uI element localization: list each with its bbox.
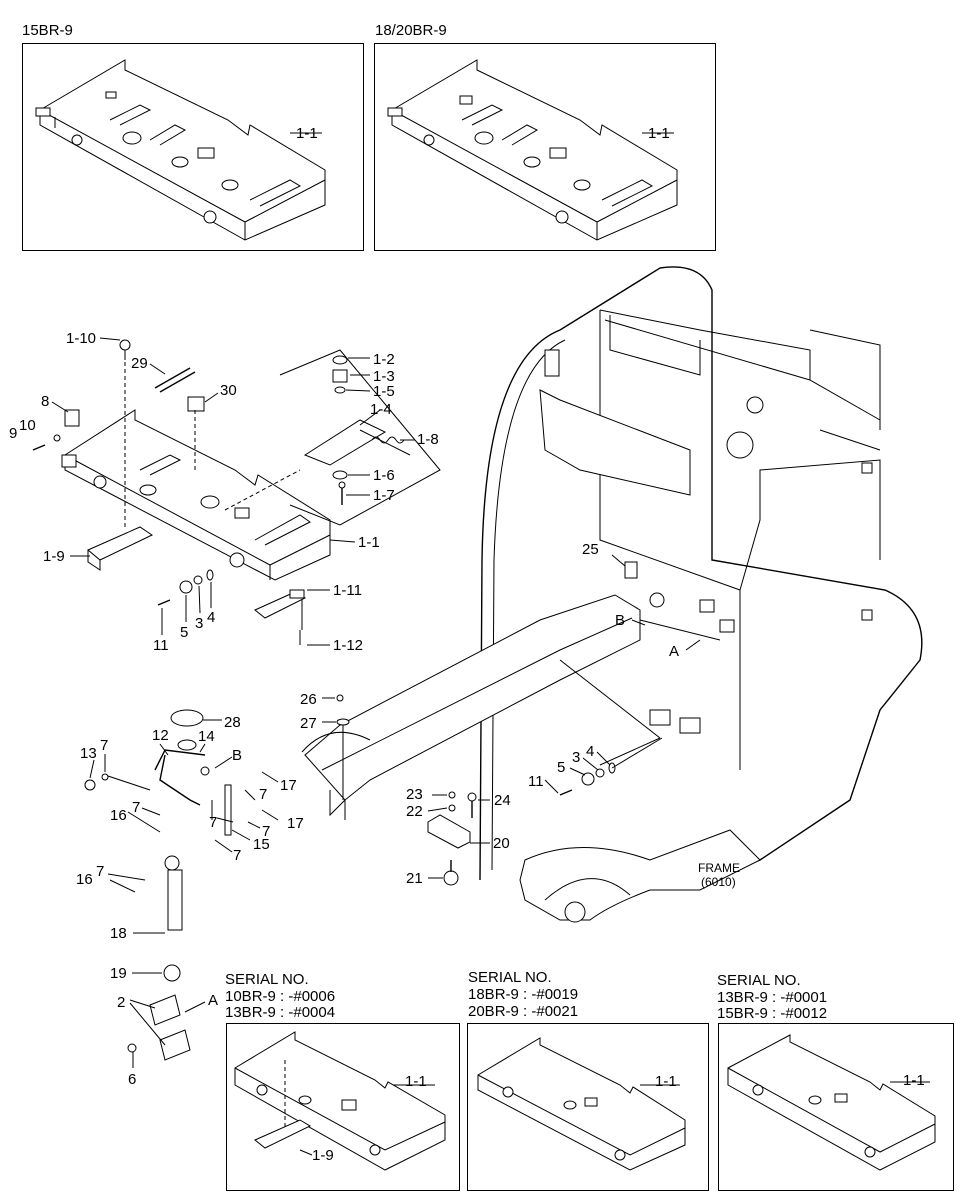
callout-7-c: 7 (132, 799, 140, 816)
callout-1-3: 1-3 (373, 368, 395, 385)
callout-7-f: 7 (233, 847, 241, 864)
callout-27: 27 (300, 715, 317, 732)
serial-box-3 (718, 1023, 954, 1191)
callout-1-2: 1-2 (373, 351, 395, 368)
callout-21: 21 (406, 870, 423, 887)
callout-serial-1-1-9: 1-9 (312, 1147, 334, 1164)
serial-line-2a: 18BR-9 : -#0019 (468, 986, 579, 1003)
callout-3-b: 3 (572, 749, 580, 766)
callout-6: 6 (128, 1071, 136, 1088)
callout-11-b: 11 (528, 773, 544, 790)
tray-drawing-15br (35, 59, 326, 241)
callout-1-11: 1-11 (333, 582, 362, 599)
serial-line-1a: 10BR-9 : -#0006 (225, 988, 336, 1005)
serial-line-3b: 15BR-9 : -#0012 (717, 1005, 828, 1022)
callout-20: 20 (493, 835, 510, 852)
callout-16-b: 16 (76, 871, 93, 888)
serial-box-2 (467, 1023, 709, 1191)
tray-exploded-drawing (32, 339, 441, 645)
callout-12: 12 (152, 727, 169, 744)
callout-1-1-18-20br: 1-1 (648, 125, 670, 142)
callout-18: 18 (110, 925, 127, 942)
callout-1-4: 1-4 (370, 401, 392, 418)
tray-drawing-serial-3 (727, 1034, 936, 1171)
callout-3-a: 3 (195, 615, 203, 632)
callout-1-6: 1-6 (373, 467, 395, 484)
callout-7-a: 7 (100, 737, 108, 754)
serial-line-1b: 13BR-9 : -#0004 (225, 1004, 336, 1021)
tray-drawing-18-20br (387, 59, 678, 241)
callout-11-a: 11 (153, 637, 169, 654)
callout-leaders (51, 337, 701, 1068)
callout-a-pedal: A (208, 992, 218, 1009)
callout-5-b: 5 (557, 759, 565, 776)
callout-serial-1-1-1: 1-1 (405, 1073, 427, 1090)
callout-serial-3-1-1: 1-1 (903, 1072, 925, 1089)
frame-label: FRAME (698, 861, 740, 875)
callout-19: 19 (110, 965, 127, 982)
serial-title-1: SERIAL NO. (225, 971, 309, 988)
callout-1-9: 1-9 (43, 548, 65, 565)
callout-13: 13 (80, 745, 97, 762)
callout-1-1-exploded: 1-1 (358, 534, 380, 551)
variant-box-18-20br (374, 43, 716, 251)
callout-17-a: 17 (280, 777, 297, 794)
callout-1-8: 1-8 (417, 431, 439, 448)
serial-title-2: SERIAL NO. (468, 969, 552, 986)
callout-1-1-15br: 1-1 (296, 125, 318, 142)
callout-16-a: 16 (110, 807, 127, 824)
callout-24: 24 (494, 792, 511, 809)
callout-4-b: 4 (586, 743, 594, 760)
callout-7-d: 7 (209, 814, 217, 831)
callout-14: 14 (198, 728, 215, 745)
callout-5-a: 5 (180, 624, 188, 641)
serial-box-1 (226, 1023, 460, 1191)
variant-title-18-20br: 18/20BR-9 (375, 22, 447, 39)
callout-28: 28 (224, 714, 241, 731)
callout-1-5: 1-5 (373, 383, 395, 400)
callout-1-7: 1-7 (373, 487, 395, 504)
serial-line-2b: 20BR-9 : -#0021 (468, 1003, 579, 1020)
callout-9: 9 (9, 425, 17, 442)
callout-a-frame: A (669, 643, 679, 660)
callout-7-g: 7 (96, 863, 104, 880)
callout-29: 29 (131, 355, 148, 372)
callout-10: 10 (19, 417, 36, 434)
callout-b-pedal: B (232, 747, 242, 764)
callout-7-e: 7 (262, 823, 270, 840)
callout-b-frame: B (615, 612, 625, 629)
callout-23: 23 (406, 786, 423, 803)
frame-drawing (301, 266, 923, 923)
callout-26: 26 (300, 691, 317, 708)
callout-17-b: 17 (287, 815, 304, 832)
serial-title-3: SERIAL NO. (717, 972, 801, 989)
variant-box-15br (22, 43, 364, 251)
pedal-drawing (84, 694, 663, 1061)
tray-drawing-serial-1 (234, 1031, 446, 1171)
callout-1-12: 1-12 (333, 637, 363, 654)
frame-code: (6010) (701, 875, 736, 889)
callout-1-10: 1-10 (66, 330, 96, 347)
callout-4-a: 4 (207, 609, 215, 626)
callout-22: 22 (406, 803, 423, 820)
callout-15: 15 (253, 836, 270, 853)
tray-drawing-serial-2 (477, 1037, 686, 1171)
callout-30: 30 (220, 382, 237, 399)
callout-2: 2 (117, 994, 125, 1011)
callout-8: 8 (41, 393, 49, 410)
callout-serial-2-1-1: 1-1 (655, 1073, 677, 1090)
callout-7-b: 7 (259, 786, 267, 803)
variant-title-15br: 15BR-9 (22, 22, 73, 39)
callout-25: 25 (582, 541, 599, 558)
serial-line-3a: 13BR-9 : -#0001 (717, 989, 828, 1006)
